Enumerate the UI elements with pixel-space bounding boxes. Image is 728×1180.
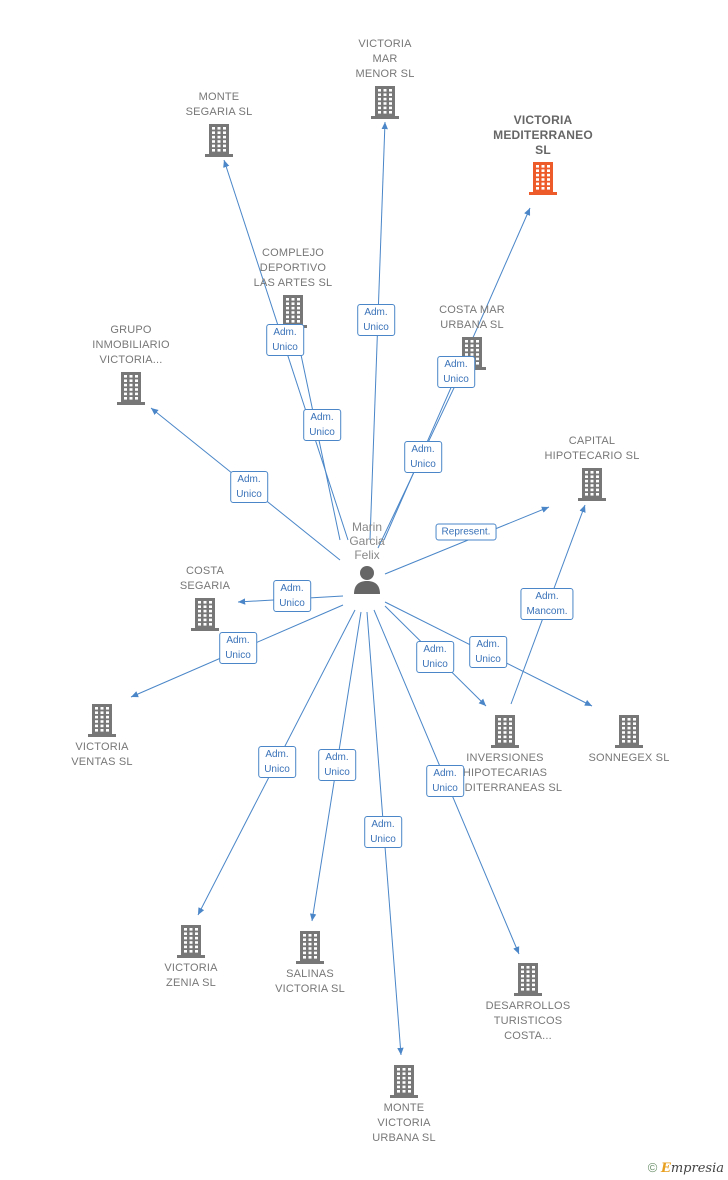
company-name: MONTE VICTORIA URBANA SL: [372, 1102, 436, 1144]
company-name: INVERSIONES HIPOTECARIAS MEDITERRANEAS S…: [447, 752, 563, 794]
building-icon: [390, 1065, 418, 1098]
edge-label-inversiones-hipotecarias[interactable]: Adm. Unico: [416, 641, 454, 673]
building-icon: [88, 704, 116, 737]
edge-label-costa-mar-urbana[interactable]: Adm. Unico: [437, 356, 475, 388]
company-name: SALINAS VICTORIA SL: [275, 968, 345, 995]
edge-label-monte-victoria-urbana[interactable]: Adm. Unico: [364, 816, 402, 848]
edge-label-complejo-deportivo[interactable]: Adm. Unico: [303, 409, 341, 441]
edge-label-capital-hipotecario[interactable]: Adm. Mancom.: [520, 588, 574, 620]
company-name: SONNEGEX SL: [588, 752, 670, 764]
edge-label-capital-hipotecario[interactable]: Represent.: [435, 523, 497, 541]
company-name: CAPITAL HIPOTECARIO SL: [544, 435, 640, 462]
edge-label-victoria-ventas[interactable]: Adm. Unico: [219, 632, 257, 664]
company-node-costa-mar-urbana[interactable]: COSTA MAR URBANA SL: [407, 303, 537, 371]
company-name: DESARROLLOS TURISTICOS COSTA...: [485, 1000, 571, 1042]
edge-label-sonnegex[interactable]: Adm. Unico: [469, 636, 507, 668]
person-name: Marin Garcia Felix: [349, 520, 385, 562]
company-node-victoria-mar-menor[interactable]: VICTORIA MAR MENOR SL: [320, 37, 450, 120]
edge-label-victoria-zenia[interactable]: Adm. Unico: [258, 746, 296, 778]
company-name: MONTE SEGARIA SL: [185, 91, 253, 118]
edge-label-salinas-victoria[interactable]: Adm. Unico: [318, 749, 356, 781]
copyright-symbol: ©: [647, 1160, 658, 1175]
edge-label-grupo-inmobiliario[interactable]: Adm. Unico: [230, 471, 268, 503]
edge-person-to-capital-hipotecario: [384, 506, 550, 575]
company-name: COSTA SEGARIA: [179, 565, 231, 592]
company-node-victoria-mediterraneo[interactable]: VICTORIA MEDITERRANEO SL: [478, 113, 608, 196]
company-node-salinas-victoria[interactable]: SALINAS VICTORIA SL: [245, 927, 375, 997]
edge-label-costa-segaria[interactable]: Adm. Unico: [273, 580, 311, 612]
footer-brand: © Empresia: [648, 1160, 724, 1176]
edge-label-victoria-mediterraneo[interactable]: Adm. Unico: [404, 441, 442, 473]
empresia-logo[interactable]: Empresia: [660, 1161, 724, 1176]
building-icon: [296, 931, 324, 964]
company-node-desarrollos-turisticos[interactable]: DESARROLLOS TURISTICOS COSTA...: [463, 959, 593, 1044]
building-icon: [514, 963, 542, 996]
building-icon: [529, 162, 557, 195]
company-node-grupo-inmobiliario[interactable]: GRUPO INMOBILIARIO VICTORIA...: [66, 323, 196, 406]
edge-label-monte-segaria[interactable]: Adm. Unico: [266, 324, 304, 356]
building-icon: [191, 598, 219, 631]
company-name: VICTORIA MEDITERRANEO SL: [493, 113, 593, 157]
company-name: VICTORIA VENTAS SL: [71, 741, 133, 768]
company-node-victoria-ventas[interactable]: VICTORIA VENTAS SL: [37, 700, 167, 770]
company-name: VICTORIA MAR MENOR SL: [355, 38, 415, 80]
building-icon: [578, 468, 606, 501]
company-node-inversiones-hipotecarias[interactable]: INVERSIONES HIPOTECARIAS MEDITERRANEAS S…: [440, 711, 570, 796]
company-node-costa-segaria[interactable]: COSTA SEGARIA: [140, 564, 270, 632]
person-icon: [354, 566, 380, 594]
building-icon: [177, 925, 205, 958]
company-node-victoria-zenia[interactable]: VICTORIA ZENIA SL: [126, 921, 256, 991]
person-node[interactable]: Marin Garcia Felix: [327, 520, 407, 594]
company-name: COSTA MAR URBANA SL: [439, 304, 505, 331]
building-icon: [371, 86, 399, 119]
company-node-monte-victoria-urbana[interactable]: MONTE VICTORIA URBANA SL: [339, 1061, 469, 1146]
edge-label-victoria-mar-menor[interactable]: Adm. Unico: [357, 304, 395, 336]
building-icon: [491, 715, 519, 748]
company-node-sonnegex[interactable]: SONNEGEX SL: [564, 711, 694, 766]
company-name: VICTORIA ZENIA SL: [164, 962, 218, 989]
building-icon: [615, 715, 643, 748]
edge-label-desarrollos-turisticos[interactable]: Adm. Unico: [426, 765, 464, 797]
building-icon: [117, 372, 145, 405]
company-node-capital-hipotecario[interactable]: CAPITAL HIPOTECARIO SL: [527, 434, 657, 502]
company-node-complejo-deportivo[interactable]: COMPLEJO DEPORTIVO LAS ARTES SL: [228, 246, 358, 329]
building-icon: [205, 124, 233, 157]
company-node-monte-segaria[interactable]: MONTE SEGARIA SL: [154, 90, 284, 158]
company-name: GRUPO INMOBILIARIO VICTORIA...: [92, 324, 170, 366]
company-name: COMPLEJO DEPORTIVO LAS ARTES SL: [253, 247, 333, 289]
